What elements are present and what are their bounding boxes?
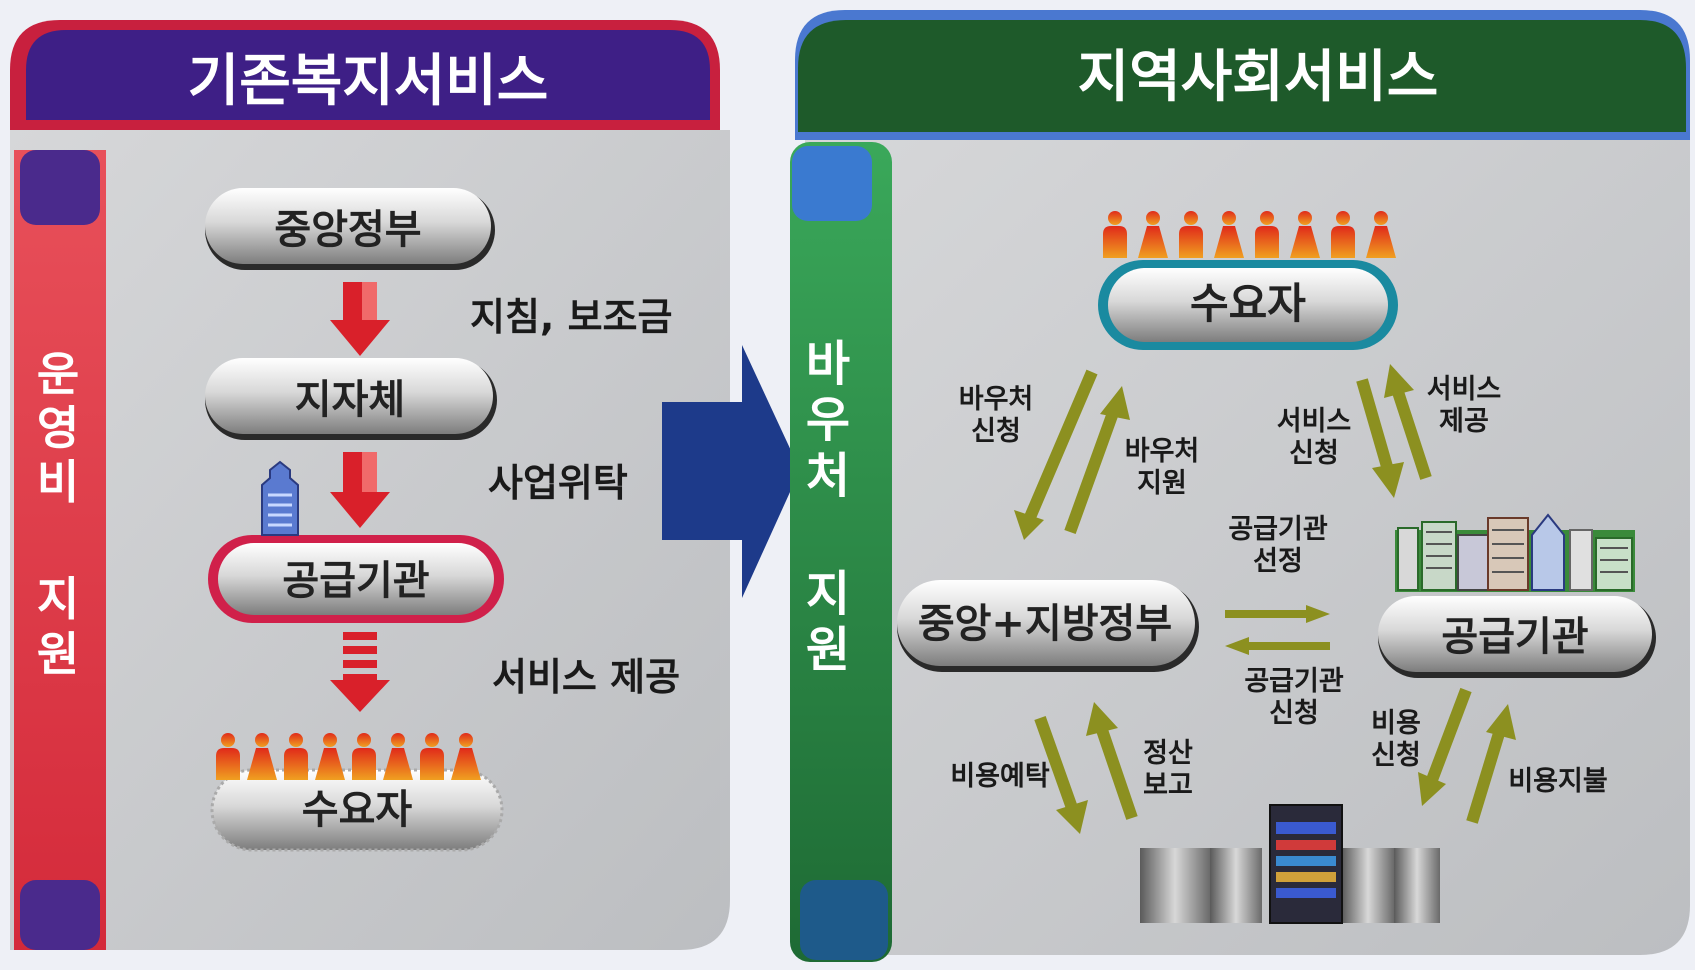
flow-label-guidelines: 지침, 보조금	[470, 295, 672, 339]
right-header	[798, 20, 1686, 132]
central-government-label: 중앙정부	[274, 207, 421, 253]
node-supplier-left: 공급기관	[208, 535, 504, 623]
flow-label-voucher-apply-1: 바우처	[959, 384, 1034, 415]
left-header	[26, 30, 710, 120]
flow-label-consignment: 사업위탁	[488, 461, 628, 505]
government-label: 중앙+지방정부	[918, 601, 1172, 647]
arrow-supplier-to-consumer	[330, 632, 390, 712]
server-system-icon	[1140, 804, 1440, 924]
arrow-voucher-apply	[1014, 369, 1098, 540]
building-icon	[261, 460, 299, 536]
flow-label-voucher-support-2: 지원	[1137, 468, 1187, 499]
node-central-government: 중앙정부	[205, 188, 495, 270]
node-consumer-right: 수요자	[1098, 260, 1398, 350]
flow-label-cost-apply-2: 신청	[1371, 740, 1421, 771]
flow-label-voucher-apply-2: 신청	[971, 416, 1021, 447]
arrow-supplier-apply	[1225, 637, 1330, 655]
supplier-buildings-icon	[1395, 513, 1635, 592]
flow-label-service-provide-1: 서비스	[1427, 374, 1502, 405]
flow-label-settlement-1: 정산	[1143, 738, 1193, 769]
right-side-char: 원	[806, 622, 850, 678]
flow-label-cost-apply-1: 비용	[1371, 708, 1421, 739]
right-side-bar	[790, 142, 892, 962]
right-side-char: 처	[806, 448, 850, 504]
node-local-government: 지자체	[205, 358, 497, 440]
node-consumer-left: 수요자	[210, 768, 504, 852]
right-panel: 지역사회서비스 바 우 처 지 원 수요자	[790, 10, 1690, 962]
right-side-label: 바 우 처 지 원	[806, 336, 850, 678]
flow-label-supplier-apply-2: 신청	[1269, 698, 1319, 729]
left-side-char: 지	[37, 572, 79, 626]
flow-label-voucher-support-1: 바우처	[1125, 436, 1200, 467]
arrow-deposit	[1034, 715, 1088, 834]
transition-arrow	[662, 345, 800, 598]
flow-label-settlement-2: 보고	[1143, 770, 1193, 801]
left-panel: 기존복지서비스 운 영 비 지 원 중앙정부 지자체 공급기관	[10, 20, 730, 950]
arrow-local-to-supplier	[330, 452, 390, 528]
left-side-label: 운 영 비 지 원	[37, 347, 79, 681]
node-government: 중앙+지방정부	[897, 580, 1199, 672]
arrow-service-apply	[1356, 378, 1404, 498]
flow-label-service-provide-2: 제공	[1439, 406, 1489, 437]
consumer-right-label: 수요자	[1190, 279, 1306, 328]
flow-label-supplier-select-1: 공급기관	[1228, 514, 1328, 545]
node-supplier-right: 공급기관	[1378, 596, 1656, 678]
right-panel-title: 지역사회서비스	[1078, 45, 1439, 110]
local-government-label: 지자체	[295, 377, 405, 423]
right-side-char: 우	[806, 392, 850, 448]
right-side-char: 바	[806, 336, 850, 392]
arrow-service-provide	[1384, 364, 1432, 480]
arrow-gov-to-local	[330, 282, 390, 356]
supplier-left-label: 공급기관	[282, 558, 429, 604]
flow-label-cost-pay: 비용지불	[1508, 766, 1607, 797]
left-side-char: 운	[37, 347, 79, 401]
flow-label-deposit: 비용예탁	[950, 761, 1050, 792]
left-side-char: 비	[37, 455, 79, 509]
left-side-char: 원	[37, 627, 79, 681]
consumer-left-label: 수요자	[302, 787, 413, 833]
arrow-cost-apply	[1418, 687, 1472, 806]
flow-label-service-apply-1: 서비스	[1277, 406, 1352, 437]
right-side-char: 지	[806, 566, 850, 622]
supplier-right-label: 공급기관	[1441, 614, 1588, 660]
left-side-char: 영	[37, 401, 79, 455]
flow-label-supplier-apply-1: 공급기관	[1244, 666, 1344, 697]
flow-label-service: 서비스 제공	[492, 655, 680, 699]
arrow-supplier-select	[1225, 605, 1330, 623]
arrow-cost-pay	[1466, 704, 1516, 824]
left-side-bar	[14, 150, 106, 950]
flow-label-service-apply-2: 신청	[1289, 438, 1339, 469]
arrow-settlement	[1086, 702, 1138, 820]
flow-label-supplier-select-2: 선정	[1253, 546, 1303, 577]
arrow-voucher-support	[1064, 386, 1130, 535]
left-panel-title: 기존복지서비스	[188, 49, 549, 114]
